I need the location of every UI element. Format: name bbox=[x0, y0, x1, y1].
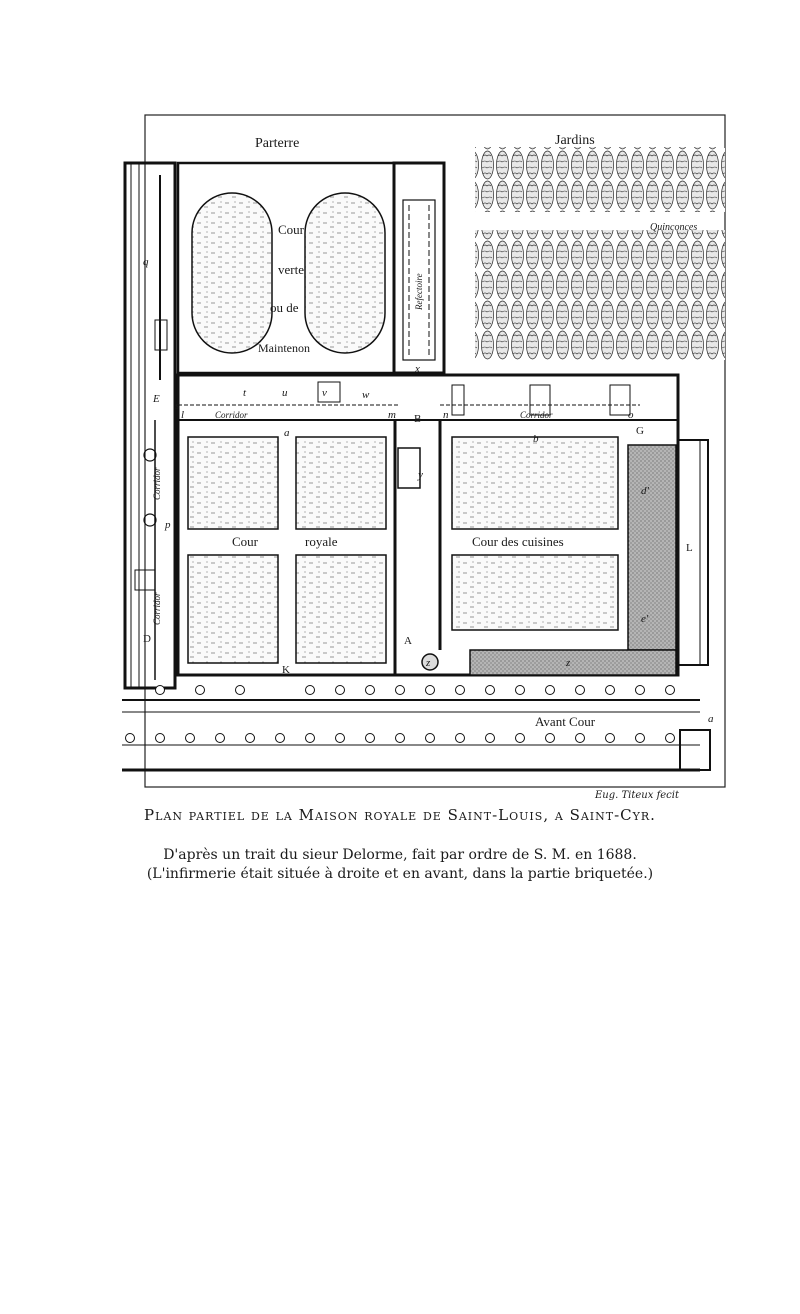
letter-v: v bbox=[322, 387, 327, 399]
avant-cour bbox=[122, 699, 711, 772]
label-cour-des-cuisines: Cour des cuisines bbox=[472, 534, 564, 549]
label-corridor-left: Corridor bbox=[215, 410, 248, 420]
letter-E: E bbox=[152, 393, 160, 405]
infirmerie-brick-area bbox=[469, 444, 677, 676]
label-cour-verte-1: Cour bbox=[278, 222, 305, 237]
letter-a: a bbox=[708, 713, 714, 725]
letter-n: n bbox=[443, 409, 449, 421]
letter-u: u bbox=[282, 387, 288, 399]
cour-royale-parterres bbox=[187, 436, 387, 664]
letter-A: A bbox=[404, 635, 412, 647]
tree-row-top bbox=[155, 685, 675, 695]
refectoire-wing bbox=[392, 161, 446, 375]
letter-G: G bbox=[636, 425, 644, 437]
label-corridor-vertical-1: Corridor bbox=[152, 467, 162, 500]
letter-d: d' bbox=[641, 485, 650, 497]
letter-K: K bbox=[282, 664, 290, 676]
letter-l: l bbox=[181, 409, 184, 421]
plan-letter-markers: t u v w x l m B n o G a b y d' L e' A z … bbox=[143, 256, 714, 725]
tree-row-bottom bbox=[125, 733, 675, 743]
caption-title: Plan partiel de la Maison royale de Sain… bbox=[144, 806, 656, 824]
letter-e: e' bbox=[641, 613, 649, 625]
jardins-trees-top bbox=[475, 147, 725, 212]
letter-o: o bbox=[628, 409, 634, 421]
label-corridor-right: Corridor bbox=[520, 410, 553, 420]
label-refectoire: Refectoire bbox=[414, 273, 424, 311]
fountain bbox=[421, 653, 439, 671]
letter-z-small: z bbox=[425, 657, 431, 669]
site-plan: Parterre Jardins Quinconces Cour verte o… bbox=[122, 114, 726, 788]
caption-subtitle-line2: (L'infirmerie était située à droite et e… bbox=[146, 866, 654, 882]
label-avant-cour: Avant Cour bbox=[535, 714, 596, 729]
letter-w: w bbox=[362, 389, 370, 401]
central-vestibule bbox=[397, 447, 421, 489]
cour-des-cuisines-parterres bbox=[451, 436, 619, 631]
right-outbuilding bbox=[677, 439, 709, 666]
label-cour-royale-2: royale bbox=[305, 534, 338, 549]
letter-B: B bbox=[414, 413, 421, 425]
letter-s: s bbox=[175, 400, 179, 412]
label-jardins: Jardins bbox=[555, 133, 595, 148]
letter-alpha: a bbox=[284, 427, 290, 439]
letter-z: z bbox=[565, 657, 571, 669]
letter-L: L bbox=[686, 542, 693, 554]
label-cour-verte-3: ou de bbox=[270, 300, 299, 315]
label-cour-verte-4: Maintenon bbox=[258, 341, 310, 355]
letter-D: D bbox=[143, 633, 151, 645]
letter-p: p bbox=[164, 519, 171, 531]
label-quinconces: Quinconces bbox=[650, 222, 697, 233]
letter-t: t bbox=[243, 387, 247, 399]
letter-q: q bbox=[143, 256, 149, 268]
letter-b: b bbox=[533, 433, 539, 445]
letter-x: x bbox=[414, 363, 420, 375]
left-wing bbox=[123, 161, 177, 690]
jardins-trees-bottom bbox=[475, 230, 725, 360]
label-cour-royale-1: Cour bbox=[232, 534, 259, 549]
label-parterre: Parterre bbox=[255, 136, 299, 151]
cour-verte bbox=[176, 161, 396, 375]
label-cour-verte-2: verte bbox=[278, 262, 304, 277]
engraver-credit: Eug. Titeux fecit bbox=[595, 790, 679, 801]
letter-y: y bbox=[417, 469, 423, 481]
caption-subtitle-line1: D'après un trait du sieur Delorme, fait … bbox=[163, 847, 637, 863]
label-corridor-vertical-2: Corridor bbox=[152, 592, 162, 625]
letter-m: m bbox=[388, 409, 396, 421]
